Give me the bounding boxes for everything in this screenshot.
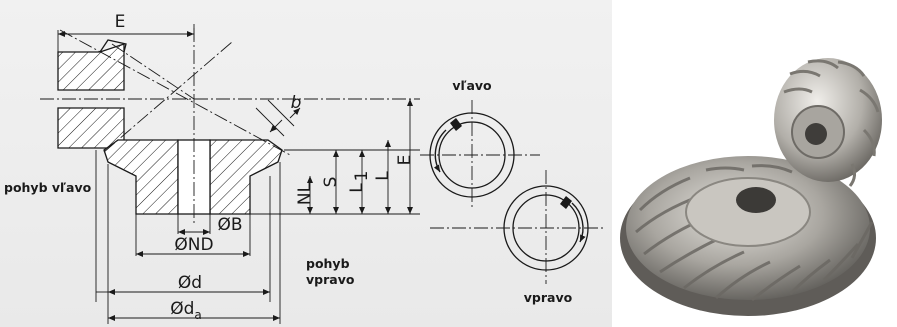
label-Od: Ød: [178, 273, 202, 293]
pinion-bore: [805, 123, 827, 145]
large-gear-bore: [736, 187, 776, 213]
dimension-labels: E E b NL S L 1 L ØB ØND Ød Øda pohyb vľa…: [4, 12, 415, 322]
label-L: L: [373, 171, 393, 181]
label-pohyb-vpravo-line2: vpravo: [306, 272, 355, 287]
label-Oda-main: Ød: [170, 299, 194, 319]
large-gear-tooth-lines: [635, 164, 874, 302]
label-L1-main: L: [347, 183, 367, 193]
label-vlavo: vľavo: [452, 78, 492, 93]
label-L1: L 1: [347, 171, 372, 193]
label-E-right: E: [395, 155, 415, 166]
label-pohyb-vpravo-line1: pohyb: [306, 256, 350, 271]
label-L1-sub: 1: [352, 171, 372, 182]
tooth-mark-left: [450, 118, 462, 131]
gear-photo: [620, 58, 882, 316]
label-vpravo: vpravo: [524, 290, 573, 305]
label-NL: NL: [295, 182, 315, 205]
label-S: S: [321, 177, 341, 188]
label-OND: ØND: [174, 235, 213, 255]
label-E-top: E: [115, 12, 126, 32]
label-Oda-sub: a: [194, 308, 201, 322]
pinion-section: [57, 39, 127, 149]
rotation-arrow-ccw-icon: [433, 129, 447, 173]
pinion-tooth-lines: [783, 59, 880, 187]
rotation-left-symbol: vľavo: [420, 78, 540, 210]
dimension-lines: [58, 31, 413, 321]
construction-lines: [40, 24, 420, 324]
label-pohyb-vlavo: pohyb vľavo: [4, 180, 92, 195]
gear-section: [103, 139, 283, 215]
label-b: b: [291, 93, 302, 113]
label-OB: ØB: [217, 215, 242, 235]
rotation-arrow-cw-icon: [571, 202, 586, 243]
tooth-mark-right: [560, 196, 572, 209]
large-gear-hub: [685, 177, 811, 247]
rotation-right-symbol: vpravo: [430, 170, 606, 305]
label-Oda: Øda: [170, 299, 202, 322]
